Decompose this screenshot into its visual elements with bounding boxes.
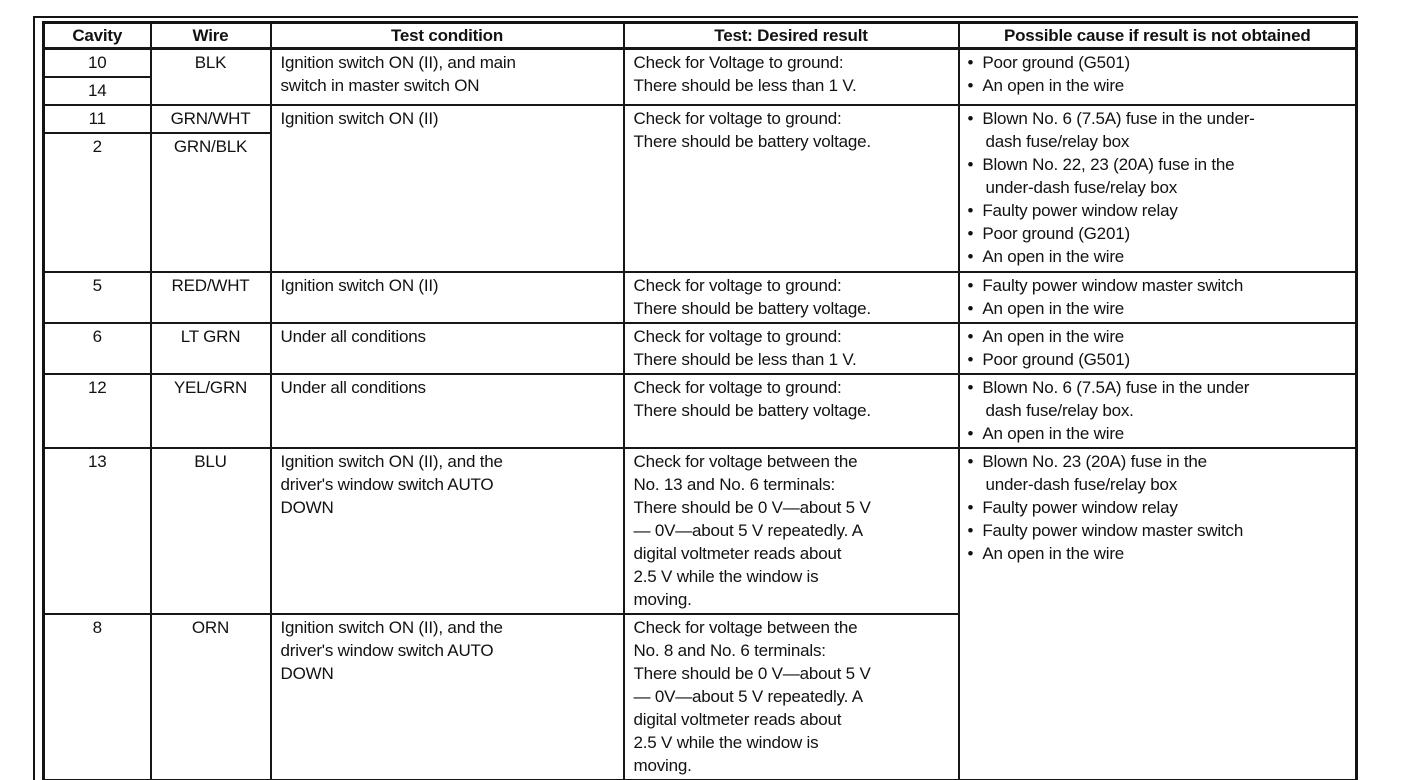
cavity-cell: 11 [42,104,152,134]
table-row-cavity-14: 14 [42,76,1357,106]
desired-result-cell: Check for Voltage to ground: There shoul… [622,47,960,106]
possible-cause-cell: Blown No. 6 (7.5A) fuse in the under- da… [957,104,1358,273]
table-row-cavity-5: 5 RED/WHT Ignition switch ON (II) Check … [42,271,1358,324]
test-condition-cell: Ignition switch ON (II) [269,271,625,324]
test-condition-cell: Ignition switch ON (II), and the driver'… [269,613,625,780]
cause-item: Blown No. 6 (7.5A) fuse in the under das… [968,376,1350,422]
possible-cause-cell: Blown No. 23 (20A) fuse in the under-das… [957,447,1358,780]
cause-item: Blown No. 22, 23 (20A) fuse in the under… [968,153,1350,199]
desired-result-cell: Check for voltage to ground: There shoul… [622,104,960,273]
cause-item: An open in the wire [968,542,1350,565]
header-test-condition: Test condition [269,21,625,50]
test-condition-cell: Ignition switch ON (II) [269,104,625,273]
cause-item: Blown No. 23 (20A) fuse in the under-das… [968,450,1350,496]
cause-item: Poor ground (G501) [968,51,1350,74]
test-condition-cell: Under all conditions [269,322,625,375]
wire-cell: BLU [149,447,272,615]
wire-cell: RED/WHT [149,271,272,324]
possible-cause-cell: Faulty power window master switchAn open… [957,271,1358,324]
terminal-test-table: Cavity Wire Test condition Test: Desired… [42,21,1358,780]
cause-item: An open in the wire [968,325,1350,348]
test-condition-cell: Ignition switch ON (II), and main switch… [269,47,625,106]
desired-result-cell: Check for voltage between the No. 13 and… [622,447,960,615]
cavity-cell: 6 [42,322,152,375]
test-condition-cell: Ignition switch ON (II), and the driver'… [269,447,625,615]
cause-item: Blown No. 6 (7.5A) fuse in the under- da… [968,107,1350,153]
table-row-cavity-8: 8 ORN Ignition switch ON (II), and the d… [42,613,1357,780]
desired-result-cell: Check for voltage to ground: There shoul… [622,373,960,449]
table-row-cavity-2: 2 GRN/BLK [42,132,1357,273]
header-possible-cause: Possible cause if result is not obtained [957,21,1358,50]
header-desired-result: Test: Desired result [622,21,960,50]
cause-item: An open in the wire [968,422,1350,445]
cavity-cell: 12 [42,373,152,449]
cavity-cell: 5 [42,271,152,324]
wire-cell: LT GRN [149,322,272,375]
desired-result-cell: Check for voltage to ground: There shoul… [622,322,960,375]
wire-cell: YEL/GRN [149,373,272,449]
wire-cell: GRN/WHT [149,104,272,134]
cause-item: Faulty power window relay [968,199,1350,222]
cavity-cell: 10 [42,47,152,78]
header-cavity: Cavity [42,21,152,50]
table-row-cavity-11: 11 GRN/WHT Ignition switch ON (II) Check… [42,104,1358,273]
wire-cell: ORN [149,613,272,780]
table-outer-border: Cavity Wire Test condition Test: Desired… [33,16,1358,780]
cause-item: Poor ground (G201) [968,222,1350,245]
cause-item: Faulty power window master switch [968,274,1350,297]
possible-cause-cell: An open in the wirePoor ground (G501) [957,322,1358,375]
test-condition-cell: Under all conditions [269,373,625,449]
cavity-cell: 13 [42,447,152,615]
desired-result-cell: Check for voltage to ground: There shoul… [622,271,960,324]
cause-item: Poor ground (G501) [968,348,1350,371]
cause-item: Faulty power window relay [968,496,1350,519]
wire-cell: BLK [149,47,272,106]
table-row-cavity-13: 13 BLU Ignition switch ON (II), and the … [42,447,1358,780]
possible-cause-cell: Poor ground (G501)An open in the wire [957,47,1358,106]
desired-result-cell: Check for voltage between the No. 8 and … [622,613,960,780]
cause-item: Faulty power window master switch [968,519,1350,542]
cause-item: An open in the wire [968,297,1350,320]
possible-cause-cell: Blown No. 6 (7.5A) fuse in the under das… [957,373,1358,449]
cause-item: An open in the wire [968,245,1350,268]
cavity-cell: 2 [42,132,152,273]
table-row-cavity-12: 12 YEL/GRN Under all conditions Check fo… [42,373,1358,449]
header-wire: Wire [149,21,272,50]
table-row-cavity-10: 10 BLK Ignition switch ON (II), and main… [42,47,1358,106]
wire-cell: GRN/BLK [149,132,272,273]
header-row: Cavity Wire Test condition Test: Desired… [42,21,1358,50]
cavity-cell: 8 [42,613,152,780]
table-row-cavity-6: 6 LT GRN Under all conditions Check for … [42,322,1358,375]
cavity-cell: 14 [42,76,152,106]
cause-item: An open in the wire [968,74,1350,97]
